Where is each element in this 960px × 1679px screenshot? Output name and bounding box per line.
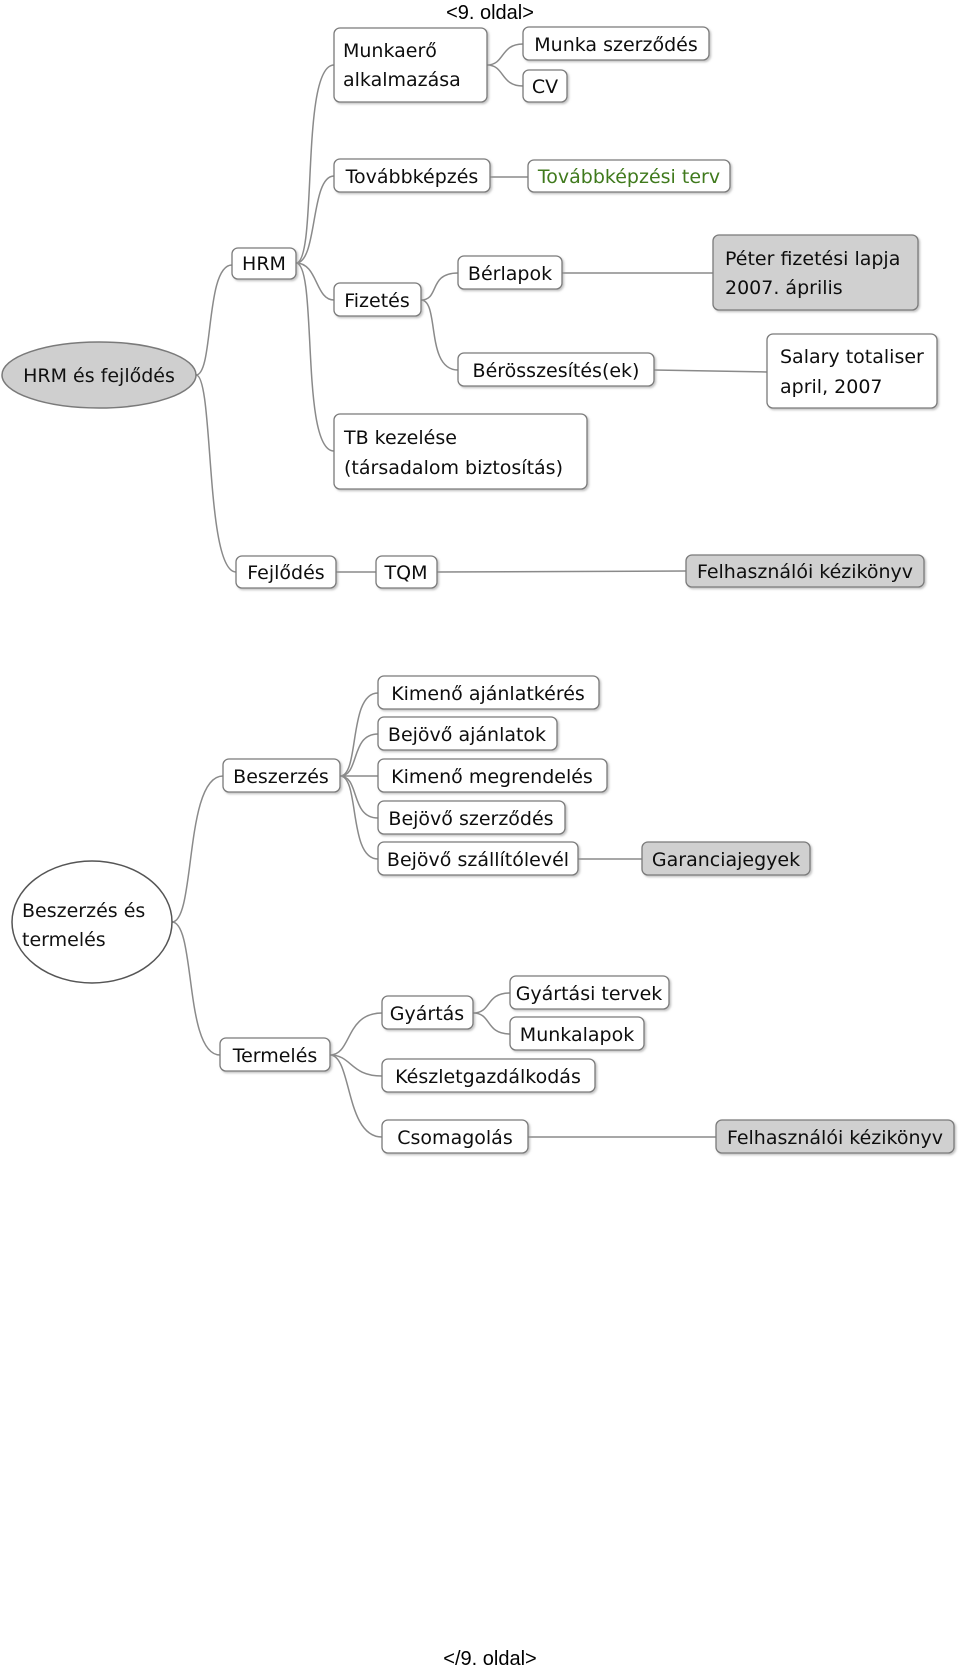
svg-text:termelés: termelés [22, 929, 106, 951]
svg-text:Beszerzés és: Beszerzés és [22, 900, 145, 922]
svg-text:2007. április: 2007. április [725, 277, 843, 299]
node-bejovo-ajanlatok: Bejövő ajánlatok [377, 716, 558, 751]
page-footer: </9. oldal> [443, 1648, 537, 1670]
svg-text:Gyártási tervek: Gyártási tervek [516, 983, 663, 1005]
svg-text:Felhasználói kézikönyv: Felhasználói kézikönyv [727, 1127, 943, 1149]
node-bejovo-szerzodes: Bejövő szerződés [377, 800, 566, 835]
node-termeles: Termelés [219, 1037, 331, 1072]
node-kimeno-ajanlatkeres: Kimenő ajánlatkérés [377, 675, 600, 710]
svg-text:Bejövő ajánlatok: Bejövő ajánlatok [388, 724, 546, 746]
node-bejovo-szallitolevel: Bejövő szállítólevél [377, 841, 579, 876]
svg-text:Felhasználói kézikönyv: Felhasználói kézikönyv [697, 561, 913, 583]
svg-text:Bejövő szállítólevél: Bejövő szállítólevél [387, 849, 569, 871]
node-felhasznaloi-kezikonyv-1: Felhasználói kézikönyv [685, 554, 925, 588]
svg-text:Gyártás: Gyártás [390, 1003, 464, 1025]
page-header: <9. oldal> [446, 2, 534, 24]
node-tb-kezelese: TB kezelése (társadalom biztosítás) [333, 413, 588, 490]
svg-text:Továbbképzés: Továbbképzés [345, 166, 479, 188]
node-tqm: TQM [375, 555, 438, 589]
node-munkaero-alkalmazasa: Munkaerő alkalmazása [333, 27, 488, 103]
node-munkalapok: Munkalapok [509, 1016, 645, 1051]
svg-text:Kimenő ajánlatkérés: Kimenő ajánlatkérés [391, 683, 585, 705]
node-berosszesites: Bérösszesítés(ek) [457, 352, 655, 387]
svg-text:Munkaerő: Munkaerő [343, 40, 437, 62]
svg-text:Bejövő szerződés: Bejövő szerződés [388, 808, 553, 830]
svg-text:TQM: TQM [384, 562, 428, 584]
node-keszletgazdalkodas: Készletgazdálkodás [381, 1058, 596, 1093]
node-fizetes: Fizetés [333, 282, 422, 317]
node-fejlodes: Fejlődés [235, 555, 337, 589]
svg-text:Péter fizetési lapja: Péter fizetési lapja [725, 248, 900, 270]
node-beszerzes: Beszerzés [222, 758, 341, 793]
svg-text:Továbbképzési terv: Továbbképzési terv [537, 166, 720, 188]
node-csomagolas: Csomagolás [381, 1119, 529, 1154]
node-felhasznaloi-kezikonyv-2: Felhasználói kézikönyv [715, 1119, 955, 1154]
svg-text:alkalmazása: alkalmazása [343, 69, 461, 91]
svg-text:Bérlapok: Bérlapok [468, 263, 552, 285]
node-munka-szerzodes: Munka szerződés [522, 26, 710, 61]
node-gyartas: Gyártás [381, 995, 474, 1030]
svg-text:HRM és fejlődés: HRM és fejlődés [23, 365, 175, 387]
node-kimeno-megrendeles: Kimenő megrendelés [377, 758, 608, 793]
node-tovabbkepzesi-terv: Továbbképzési terv [527, 159, 731, 193]
diagram1-connectors [195, 43, 768, 573]
svg-text:HRM: HRM [242, 253, 286, 275]
diagram1-root-node: HRM és fejlődés [1, 341, 197, 409]
svg-text:(társadalom biztosítás): (társadalom biztosítás) [344, 457, 563, 479]
svg-text:Készletgazdálkodás: Készletgazdálkodás [395, 1066, 581, 1088]
node-peter-fizetesi-lapja: Péter fizetési lapja 2007. április [712, 234, 919, 311]
node-salary-totaliser: Salary totaliser april, 2007 [766, 333, 938, 409]
svg-text:Garanciajegyek: Garanciajegyek [652, 849, 800, 871]
svg-text:Termelés: Termelés [232, 1045, 318, 1067]
svg-text:Munka szerződés: Munka szerződés [534, 34, 697, 56]
svg-text:Kimenő megrendelés: Kimenő megrendelés [391, 766, 593, 788]
diagram2-root-node: Beszerzés és termelés [11, 860, 173, 984]
svg-text:Beszerzés: Beszerzés [233, 766, 329, 788]
node-cv: CV [522, 69, 568, 103]
node-gyartasi-tervek: Gyártási tervek [509, 975, 670, 1010]
svg-text:CV: CV [532, 76, 558, 98]
node-hrm: HRM [231, 247, 297, 280]
node-berlapok: Bérlapok [457, 255, 563, 290]
diagram2-connectors [171, 692, 716, 1138]
node-tovabbkepzes: Továbbképzés [333, 158, 491, 193]
svg-text:Fizetés: Fizetés [344, 290, 410, 312]
svg-text:Csomagolás: Csomagolás [397, 1127, 512, 1149]
svg-text:TB kezelése: TB kezelése [343, 427, 457, 449]
svg-text:Salary totaliser: Salary totaliser [780, 346, 924, 368]
svg-text:april, 2007: april, 2007 [780, 376, 883, 398]
svg-text:Fejlődés: Fejlődés [247, 562, 324, 584]
svg-text:Bérösszesítés(ek): Bérösszesítés(ek) [473, 360, 640, 382]
node-garanciajegyek: Garanciajegyek [641, 841, 811, 876]
svg-text:Munkalapok: Munkalapok [520, 1024, 634, 1046]
